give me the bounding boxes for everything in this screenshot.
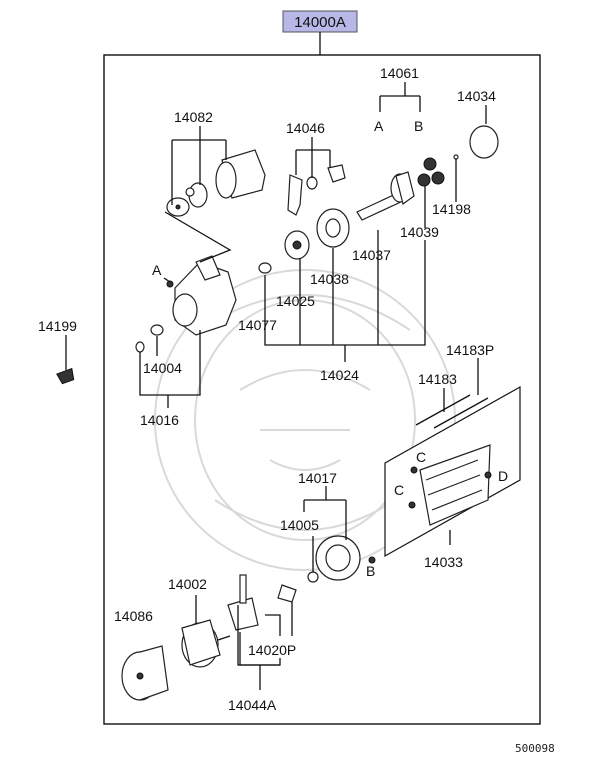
pin-part xyxy=(453,154,459,160)
label-14077[interactable]: 14077 xyxy=(238,317,277,333)
label-a-top: A xyxy=(374,118,384,134)
label-14199[interactable]: 14199 xyxy=(38,318,77,334)
bolt-14199 xyxy=(56,345,75,385)
armature xyxy=(181,619,231,668)
assembly-label: 14000A xyxy=(294,14,346,31)
ring-small xyxy=(135,341,145,353)
label-b-top: B xyxy=(414,118,423,134)
label-14016[interactable]: 14016 xyxy=(140,412,179,428)
label-14025[interactable]: 14025 xyxy=(276,293,315,309)
label-c-lower: C xyxy=(394,482,404,498)
label-14046[interactable]: 14046 xyxy=(286,120,325,136)
label-14183[interactable]: 14183 xyxy=(418,371,457,387)
label-b-lower: B xyxy=(366,563,375,579)
footer-code: 500098 xyxy=(515,742,555,755)
label-14044A[interactable]: 14044A xyxy=(228,697,277,713)
brush-holder xyxy=(227,574,297,631)
clip-part xyxy=(258,262,272,274)
bushing-part xyxy=(150,324,164,336)
watermark-emblem xyxy=(154,269,456,571)
drive-shaft xyxy=(356,171,415,221)
label-14198[interactable]: 14198 xyxy=(432,201,471,217)
label-14086[interactable]: 14086 xyxy=(114,608,153,624)
label-14002[interactable]: 14002 xyxy=(168,576,207,592)
planetary-gears xyxy=(417,157,445,187)
small-bushing xyxy=(307,571,319,583)
leader-lines xyxy=(65,82,487,690)
rear-cover xyxy=(315,535,361,581)
label-14005[interactable]: 14005 xyxy=(280,517,319,533)
label-14183P[interactable]: 14183P xyxy=(446,342,494,358)
label-14037[interactable]: 14037 xyxy=(352,247,391,263)
label-14017[interactable]: 14017 xyxy=(298,470,337,486)
label-14082[interactable]: 14082 xyxy=(174,109,213,125)
label-14004[interactable]: 14004 xyxy=(143,360,182,376)
label-d: D xyxy=(498,468,508,484)
label-14038[interactable]: 14038 xyxy=(310,271,349,287)
label-14039[interactable]: 14039 xyxy=(400,224,439,240)
label-a-mid: A xyxy=(152,262,162,278)
label-14034[interactable]: 14034 xyxy=(457,88,496,104)
yoke xyxy=(121,645,169,701)
label-14020P[interactable]: 14020P xyxy=(248,642,296,658)
ring-part xyxy=(469,125,499,159)
label-14033[interactable]: 14033 xyxy=(424,554,463,570)
label-14024[interactable]: 14024 xyxy=(320,367,359,383)
front-housing xyxy=(166,255,237,336)
label-14061[interactable]: 14061 xyxy=(380,65,419,81)
pinion-gear xyxy=(284,230,310,260)
solenoid-parts xyxy=(166,149,266,217)
label-c-upper: C xyxy=(416,449,426,465)
lever-parts xyxy=(287,164,346,216)
assembly-frame xyxy=(103,54,541,725)
